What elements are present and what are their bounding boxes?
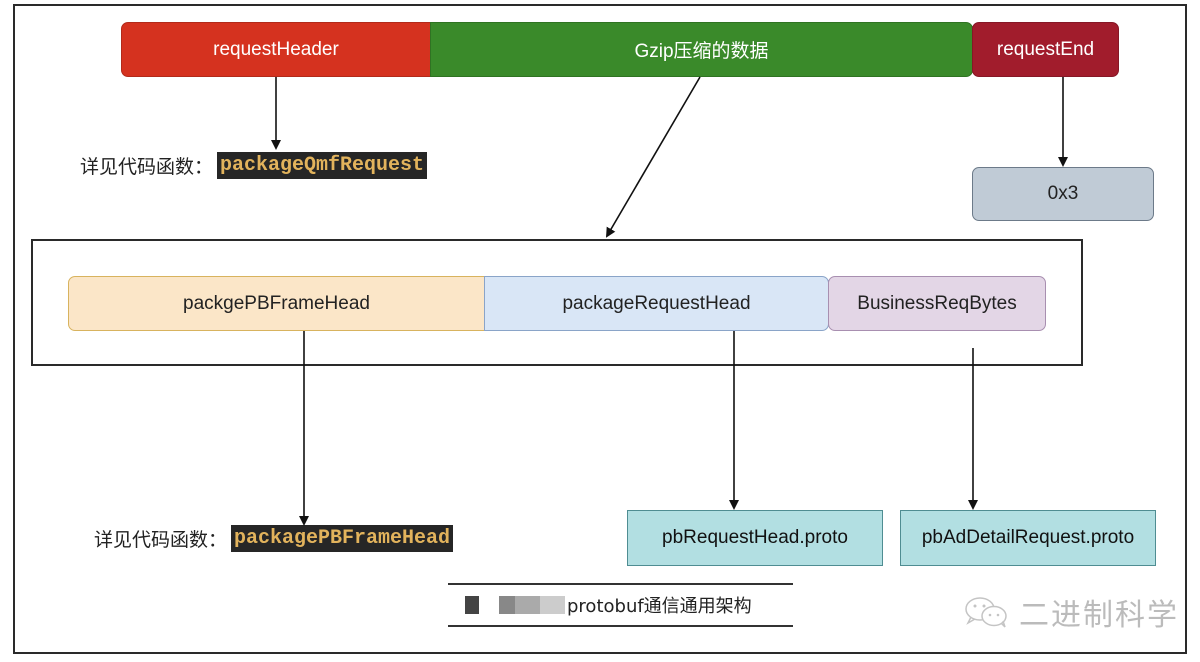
business-bytes-label: BusinessReqBytes <box>857 292 1017 314</box>
ad-detail-proto-box: pbAdDetailRequest.proto <box>900 510 1156 566</box>
ad-detail-proto-label: pbAdDetailRequest.proto <box>921 527 1135 548</box>
request-end-label: requestEnd <box>996 38 1095 60</box>
caption-text: protobuf通信通用架构 <box>567 596 752 617</box>
header-code-reference: 详见代码函数： packageQmfRequest <box>80 152 428 179</box>
request-header-label: requestHeader <box>213 38 339 60</box>
reference-label: 详见代码函数： <box>80 156 214 178</box>
request-end-segment: requestEnd <box>972 22 1119 77</box>
watermark: 二进制科学 <box>963 590 1179 634</box>
frame-head-code-reference: 详见代码函数： packagePBFrameHead <box>94 525 454 552</box>
frame-head-label: packgePBFrameHead <box>183 292 370 314</box>
request-header-segment: requestHeader <box>121 22 431 77</box>
reference-label: 详见代码函数： <box>94 529 228 551</box>
wechat-icon <box>965 597 1007 628</box>
gzip-payload-container <box>31 239 1083 366</box>
function-name-code: packageQmfRequest <box>217 152 428 179</box>
request-head-label: packageRequestHead <box>562 292 751 314</box>
figure-caption: protobuf通信通用架构 <box>448 583 793 627</box>
business-bytes-segment: BusinessReqBytes <box>828 276 1046 331</box>
request-end-value: 0x3 <box>1047 183 1079 204</box>
request-head-segment: packageRequestHead <box>484 276 829 331</box>
redacted-text <box>465 596 565 614</box>
function-name-code: packagePBFrameHead <box>231 525 454 552</box>
request-end-value-box: 0x3 <box>972 167 1154 221</box>
frame-head-segment: packgePBFrameHead <box>68 276 485 331</box>
watermark-text: 二进制科学 <box>1019 598 1179 633</box>
request-head-proto-box: pbRequestHead.proto <box>627 510 883 566</box>
gzip-data-segment: Gzip压缩的数据 <box>430 22 973 77</box>
request-head-proto-label: pbRequestHead.proto <box>662 527 848 548</box>
gzip-data-label: Gzip压缩的数据 <box>634 41 769 62</box>
